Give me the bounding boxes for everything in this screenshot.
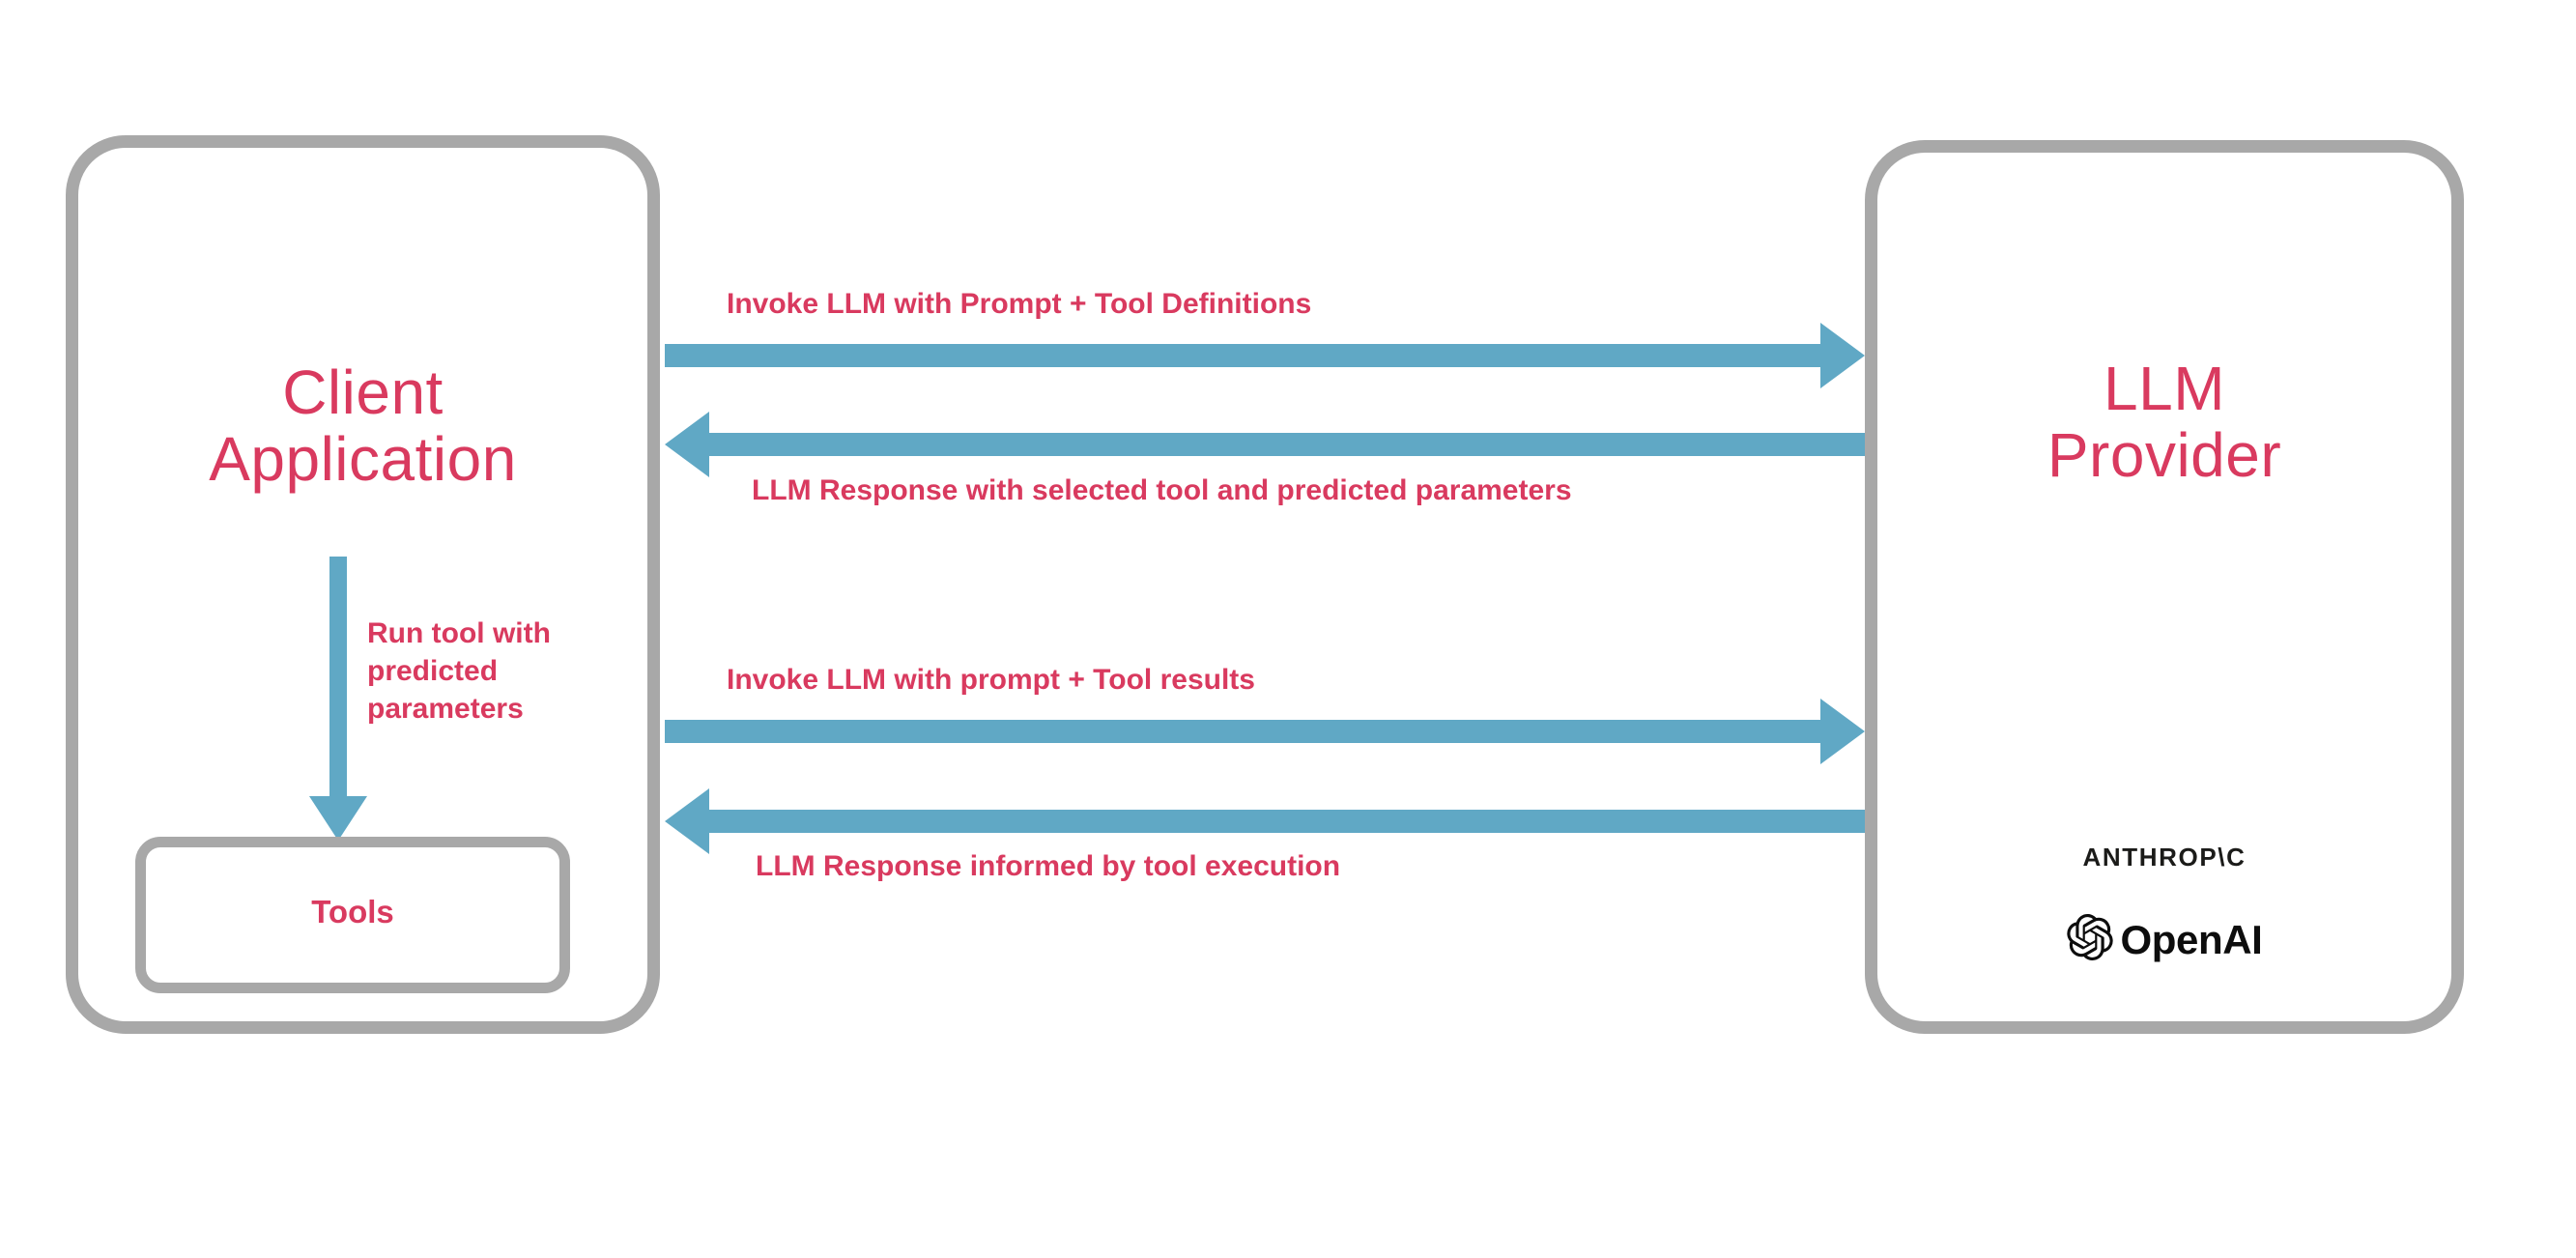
llm-provider-title: LLM Provider [2046,354,2282,491]
openai-mark-icon [2066,914,2113,965]
llm-response-final-label: LLM Response informed by tool execution [756,850,1341,882]
client-application-title: Client Application [209,357,517,495]
invoke-results-label: Invoke LLM with prompt + Tool results [727,664,1255,696]
run-tool-arrow-head [309,796,367,841]
llm-response-tool-arrow-head [665,412,709,477]
invoke-results-arrow-shaft [665,720,1820,743]
run-tool-arrow-label: Run tool with predicted parameters [367,617,551,725]
llm-response-final-arrow-head [665,788,709,854]
llm-response-tool-arrow-shaft [709,433,1865,456]
llm-response-tool-label: LLM Response with selected tool and pred… [752,474,1572,506]
openai-logo: OpenAI [1865,914,2464,965]
invoke-tools-arrow-shaft [665,344,1820,367]
tools-node [135,837,570,993]
invoke-results-arrow-head [1820,699,1865,764]
anthropic-logo: ANTHROP\C [2082,843,2247,872]
tools-node-label: Tools [311,894,394,929]
invoke-tools-label: Invoke LLM with Prompt + Tool Definition… [727,288,1312,320]
llm-response-final-arrow-shaft [709,810,1865,833]
run-tool-arrow-shaft [329,557,347,803]
invoke-tools-arrow-head [1820,323,1865,388]
openai-wordmark: OpenAI [2120,916,2263,962]
llm-provider-node [1865,140,2464,1034]
run-tool-arrow [309,557,367,841]
